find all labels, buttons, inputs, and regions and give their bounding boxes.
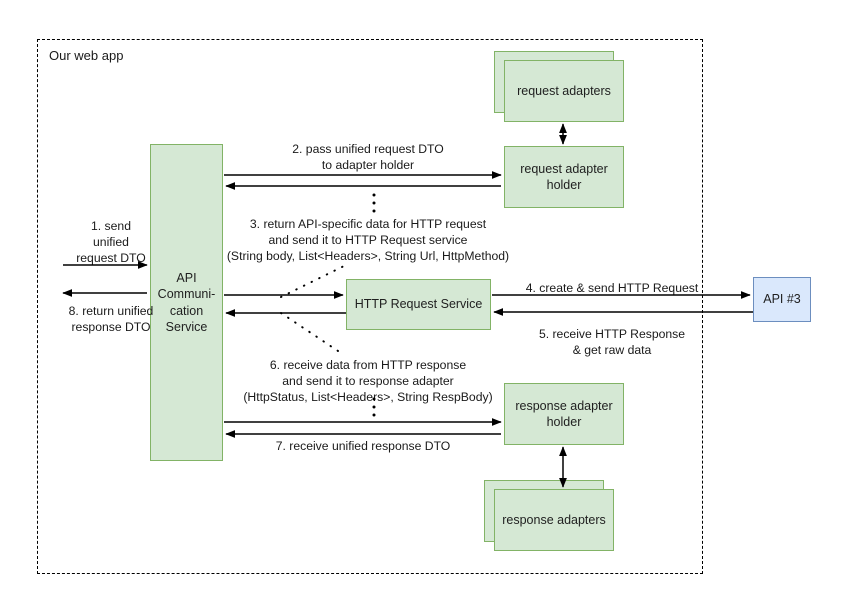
node-api-3-label: API #3 — [763, 292, 801, 307]
web-app-boundary — [37, 39, 703, 574]
edge-label-step4: 4. create & send HTTP Request — [525, 281, 699, 295]
node-response-adapters-label: response adapters — [502, 512, 606, 527]
edge-label-step1: 1. send unified request DTO — [76, 219, 146, 266]
node-request-adapter-holder-label: request adapter holder — [520, 161, 608, 193]
node-response-adapter-holder[interactable]: response adapter holder — [504, 383, 624, 445]
node-request-adapter-holder[interactable]: request adapter holder — [504, 146, 624, 208]
node-http-request-service-label: HTTP Request Service — [354, 297, 483, 312]
node-request-adapters-label: request adapters — [517, 83, 611, 98]
node-response-adapters[interactable]: response adapters — [494, 489, 614, 551]
edge-label-step7: 7. receive unified response DTO — [275, 439, 451, 453]
node-api-communication-service[interactable]: API Communi- cation Service — [150, 144, 223, 461]
node-api-3[interactable]: API #3 — [753, 277, 811, 322]
edge-label-step3: 3. return API-specific data for HTTP req… — [226, 217, 510, 264]
node-response-adapter-holder-label: response adapter holder — [515, 398, 613, 430]
edge-label-step8: 8. return unified response DTO — [68, 304, 154, 335]
edge-label-step6: 6. receive data from HTTP response and s… — [243, 358, 493, 405]
node-http-request-service[interactable]: HTTP Request Service — [346, 279, 491, 330]
boundary-label: Our web app — [49, 48, 124, 63]
edge-label-step5: 5. receive HTTP Response & get raw data — [538, 327, 686, 358]
edge-label-step2: 2. pass unified request DTO to adapter h… — [292, 142, 444, 173]
node-api-communication-service-label: API Communi- cation Service — [157, 270, 216, 335]
node-request-adapters[interactable]: request adapters — [504, 60, 624, 122]
